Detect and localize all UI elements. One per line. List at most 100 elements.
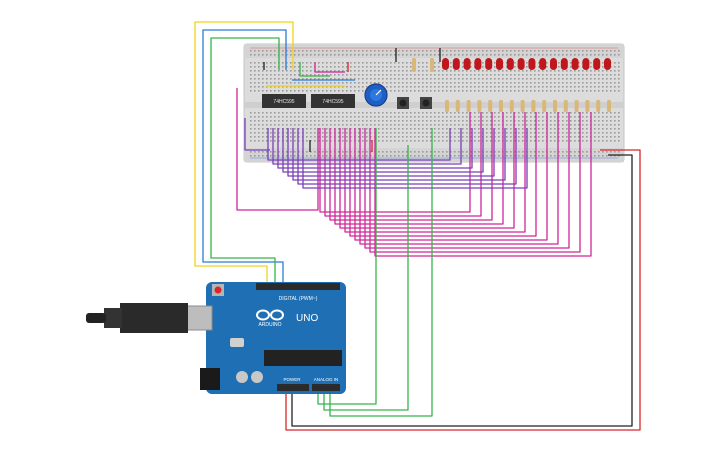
breadboard-hole <box>490 70 492 72</box>
breadboard-hole <box>286 140 288 142</box>
breadboard-hole <box>366 140 368 142</box>
breadboard-hole <box>574 136 576 138</box>
breadboard-hole <box>542 86 544 88</box>
breadboard-hole <box>486 116 488 118</box>
breadboard-hole <box>318 54 320 56</box>
breadboard-hole <box>558 70 560 72</box>
breadboard-hole <box>378 70 380 72</box>
breadboard-hole <box>566 86 568 88</box>
breadboard-hole <box>306 136 308 138</box>
breadboard-hole <box>438 50 440 52</box>
breadboard-hole <box>410 132 412 134</box>
breadboard-hole <box>394 112 396 114</box>
breadboard-hole <box>450 132 452 134</box>
breadboard-hole <box>362 66 364 68</box>
breadboard-hole <box>302 50 304 52</box>
breadboard-hole <box>330 120 332 122</box>
breadboard-hole <box>610 78 612 80</box>
breadboard-hole <box>550 82 552 84</box>
breadboard-hole <box>430 112 432 114</box>
breadboard-hole <box>462 120 464 122</box>
breadboard-hole <box>478 140 480 142</box>
breadboard-hole <box>610 90 612 92</box>
breadboard-hole <box>490 120 492 122</box>
breadboard-hole <box>406 155 408 157</box>
breadboard-hole <box>582 124 584 126</box>
breadboard-hole <box>594 54 596 56</box>
breadboard-hole <box>358 66 360 68</box>
breadboard-hole <box>358 78 360 80</box>
breadboard-hole <box>294 136 296 138</box>
breadboard-hole <box>602 90 604 92</box>
breadboard-hole <box>442 50 444 52</box>
breadboard-hole <box>334 66 336 68</box>
breadboard-hole <box>618 86 620 88</box>
breadboard-hole <box>562 155 564 157</box>
breadboard-hole <box>350 151 352 153</box>
breadboard-hole <box>474 128 476 130</box>
breadboard-hole <box>370 128 372 130</box>
push-button-1[interactable] <box>397 97 409 109</box>
breadboard-hole <box>266 136 268 138</box>
breadboard-hole <box>262 151 264 153</box>
breadboard-hole <box>534 112 536 114</box>
breadboard-hole <box>278 128 280 130</box>
breadboard-hole <box>510 90 512 92</box>
breadboard-hole <box>262 140 264 142</box>
breadboard-hole <box>450 140 452 142</box>
breadboard-hole <box>618 124 620 126</box>
breadboard-hole <box>458 82 460 84</box>
breadboard-hole <box>402 128 404 130</box>
breadboard-hole <box>314 128 316 130</box>
breadboard-hole <box>386 124 388 126</box>
breadboard-hole <box>426 90 428 92</box>
breadboard-hole <box>614 78 616 80</box>
breadboard-hole <box>474 54 476 56</box>
breadboard-hole <box>422 112 424 114</box>
breadboard-hole <box>494 66 496 68</box>
potentiometer[interactable] <box>364 83 388 107</box>
breadboard-hole <box>490 155 492 157</box>
breadboard-hole <box>462 112 464 114</box>
led <box>560 58 568 70</box>
breadboard-hole <box>538 82 540 84</box>
breadboard-hole <box>538 74 540 76</box>
breadboard-hole <box>350 62 352 64</box>
breadboard-hole <box>358 74 360 76</box>
breadboard-hole <box>570 140 572 142</box>
breadboard-hole <box>462 62 464 64</box>
breadboard-hole <box>330 90 332 92</box>
breadboard-hole <box>414 74 416 76</box>
breadboard-hole <box>338 50 340 52</box>
breadboard-hole <box>618 74 620 76</box>
breadboard-hole <box>386 66 388 68</box>
breadboard-hole <box>426 78 428 80</box>
breadboard-hole <box>542 90 544 92</box>
breadboard-hole <box>402 155 404 157</box>
breadboard-hole <box>550 140 552 142</box>
breadboard-hole <box>570 78 572 80</box>
breadboard-hole <box>398 112 400 114</box>
breadboard-hole <box>346 116 348 118</box>
breadboard-hole <box>542 74 544 76</box>
breadboard-hole <box>374 120 376 122</box>
breadboard-hole <box>286 78 288 80</box>
breadboard-hole <box>602 151 604 153</box>
breadboard-hole <box>258 66 260 68</box>
breadboard-hole <box>574 50 576 52</box>
breadboard-hole <box>530 124 532 126</box>
breadboard-hole <box>598 112 600 114</box>
breadboard-hole <box>582 136 584 138</box>
breadboard-hole <box>594 112 596 114</box>
breadboard-hole <box>598 151 600 153</box>
breadboard-hole <box>530 86 532 88</box>
breadboard-hole <box>586 151 588 153</box>
breadboard-hole <box>290 116 292 118</box>
breadboard-hole <box>554 128 556 130</box>
breadboard-hole <box>458 124 460 126</box>
breadboard-hole <box>346 151 348 153</box>
breadboard-hole <box>334 124 336 126</box>
breadboard-hole <box>298 128 300 130</box>
breadboard-hole <box>254 140 256 142</box>
push-button-2[interactable] <box>420 97 432 109</box>
